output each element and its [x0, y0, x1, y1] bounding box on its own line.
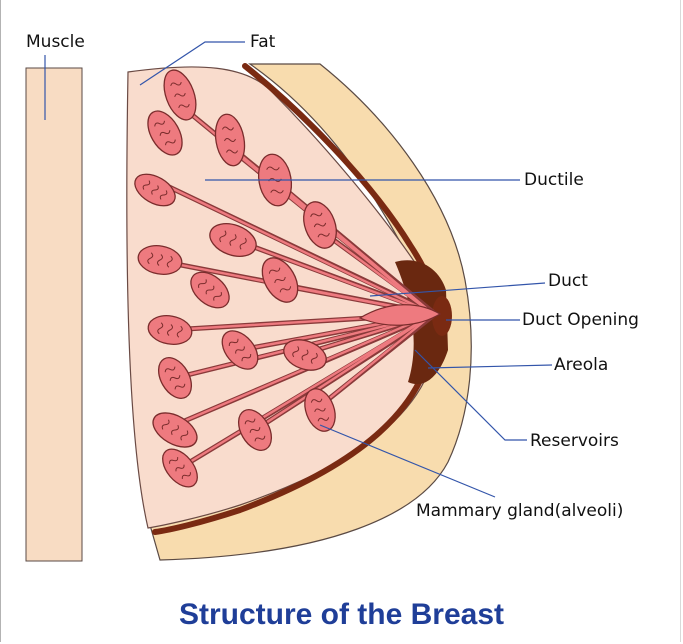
diagram-title: Structure of the Breast [178, 598, 505, 631]
lobule-texture [244, 418, 256, 425]
lobule-texture [314, 407, 326, 413]
lobule-texture [159, 190, 168, 200]
lobule-texture [292, 346, 300, 358]
lobule-texture [165, 139, 176, 146]
lobule-texture [317, 417, 330, 422]
lobule-texture [226, 149, 238, 154]
lobule-texture [169, 375, 181, 381]
lobule-texture [151, 185, 159, 195]
lobule-texture [317, 232, 330, 238]
lobule-texture [224, 138, 236, 142]
lobule-texture [157, 254, 163, 266]
lobule-texture [241, 353, 252, 362]
lobule-texture [239, 237, 247, 250]
label-reservoirs: Reservoirs [530, 431, 619, 451]
lobule-texture [147, 252, 154, 265]
muscle-band [25, 67, 83, 562]
lobule-texture [249, 427, 261, 433]
lobule-group [134, 69, 337, 488]
lobule-texture [228, 338, 239, 347]
lobule-texture [178, 103, 190, 109]
lobule-texture [310, 352, 318, 364]
label-fat: Fat [250, 32, 276, 52]
label-muscle: Muscle [26, 32, 85, 52]
lobule-texture [301, 349, 309, 361]
lobule-texture [171, 424, 179, 436]
lobule-texture [310, 398, 323, 403]
lobule-texture [159, 130, 171, 136]
lobule-texture [181, 472, 191, 479]
nipple [432, 296, 452, 336]
lobule-texture [174, 383, 186, 390]
lobule-texture [164, 366, 176, 373]
lobule-texture [268, 267, 281, 274]
lobule-texture [279, 286, 292, 293]
lobule-texture [229, 234, 237, 246]
lobule-texture [205, 285, 215, 295]
lobule-texture [219, 230, 227, 243]
lobule-texture [310, 212, 323, 218]
lobule-texture [222, 126, 234, 131]
label-ductile: Ductile [524, 170, 584, 190]
lobule-texture [180, 430, 189, 441]
label-mammary-gland: Mammary gland(alveoli) [416, 501, 624, 521]
reservoir-sinus [358, 304, 442, 326]
lobule-texture [270, 189, 284, 194]
lobule-texture [175, 464, 185, 472]
lobule-texture [235, 346, 245, 354]
label-duct-opening: Duct Opening [522, 310, 639, 330]
lobule-texture [198, 279, 207, 289]
lobule-texture [174, 92, 186, 98]
lobule-texture [170, 81, 182, 87]
lobule-texture [157, 322, 164, 335]
lobule-texture [213, 291, 222, 301]
lobule-texture [167, 324, 173, 336]
lobule-texture [274, 276, 286, 284]
lobule-texture [266, 166, 280, 171]
lobule-texture [154, 120, 165, 127]
lobule-texture [169, 457, 179, 464]
leader-lines [44, 41, 553, 498]
lobule-texture [161, 419, 170, 430]
lobule-texture [313, 222, 327, 228]
lobule-texture [254, 435, 266, 442]
lobule-texture [166, 255, 173, 268]
lobule-texture [176, 325, 183, 338]
label-areola: Areola [554, 355, 609, 375]
label-duct: Duct [548, 271, 588, 291]
lobule-texture [142, 180, 151, 190]
